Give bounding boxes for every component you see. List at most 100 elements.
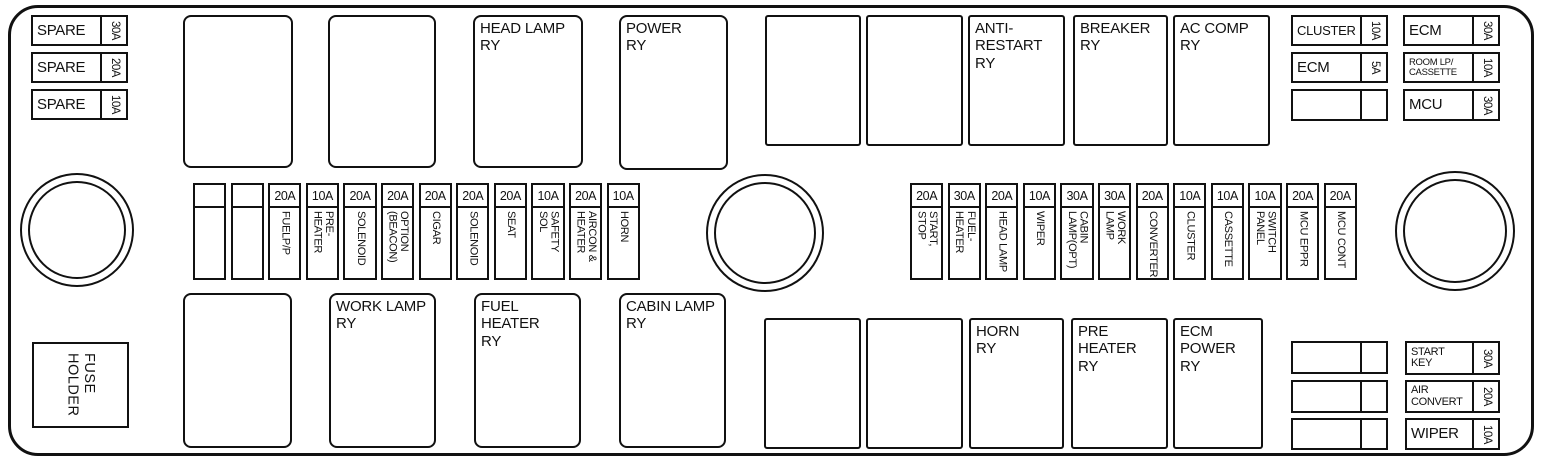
fuse-amp: 20A: [1287, 185, 1318, 208]
fuse-label: SPARE: [33, 54, 102, 81]
fuse-amp: 20A: [420, 185, 450, 208]
relay-cabin-lamp: CABIN LAMP RY: [619, 293, 726, 448]
fuse-label: HEAD LAMP: [996, 211, 1009, 272]
fuse-label: PRE- HEATER: [311, 211, 335, 254]
fuse-mcu-eppr: 20A MCU EPPR: [1285, 183, 1320, 280]
fuse-label: FUEL- HEATER: [953, 211, 977, 254]
fuse-label: MCU CONT: [1334, 211, 1347, 268]
relay-blank-top-4: [866, 15, 963, 146]
fuse-amp: 20A: [108, 58, 121, 77]
fuse-amp: 10A: [108, 95, 121, 114]
mounting-hole-right: [1395, 171, 1515, 291]
fuse-amp: [1362, 420, 1386, 448]
fuse-amp: 10A: [1024, 185, 1055, 208]
fuse-safety-sol: 10A SAFETY SOL: [531, 183, 565, 280]
fuse-solenoid-1: 20A SOLENOID: [343, 183, 377, 280]
fuse-wiper: WIPER 10A: [1405, 418, 1500, 450]
fuse-label: SOLENOID: [467, 211, 480, 266]
fuse-amp: 20A: [912, 185, 942, 208]
fuse-amp: 20A: [1480, 387, 1493, 406]
mounting-hole-inner-ring: [714, 182, 816, 284]
fuse-amp: 5A: [1368, 60, 1381, 75]
fuse-amp: [232, 185, 262, 208]
fuse-amp: 30A: [949, 185, 979, 208]
relay-fuel-heater: FUEL HEATER RY: [474, 293, 581, 448]
fuse-label: MCU: [1405, 91, 1474, 119]
fuse-mcu-30a: MCU 30A: [1403, 89, 1500, 121]
fuse-amp: 10A: [1250, 185, 1280, 208]
fuse-label: AIRCON & HEATER: [574, 211, 599, 262]
fuse-label: ECM: [1293, 54, 1362, 81]
fuse-amp: 10A: [1480, 424, 1493, 444]
fuse-spare-10a: SPARE 10A: [31, 89, 128, 120]
fuse-label: CIGAR: [429, 211, 442, 245]
fuse-amp: [1362, 91, 1386, 119]
fuse-amp: 20A: [987, 185, 1017, 208]
fuse-amp: 30A: [108, 21, 121, 40]
fuse-pre-heater: 10A PRE- HEATER: [305, 183, 340, 280]
fuse-cabin-lamp-opt: 30A CABIN LAMP(OPT): [1060, 183, 1094, 280]
fuse-label: [233, 208, 262, 278]
fuse-label: ROOM LP/ CASSETTE: [1405, 54, 1474, 81]
fuse-aircon-heater: 20A AIRCON & HEATER: [568, 183, 603, 280]
fuse-converter: 20A CONVERTER: [1135, 183, 1169, 280]
fuse-amp: 10A: [1212, 185, 1243, 208]
fuse-amp: 20A: [495, 185, 526, 208]
fuse-amp: 30A: [1099, 185, 1130, 208]
fuse-amp: 20A: [345, 185, 375, 208]
relay-head-lamp: HEAD LAMP RY: [473, 15, 583, 168]
fuse-amp: 20A: [270, 185, 300, 208]
fuse-label: [195, 208, 224, 278]
fuse-amp: 10A: [1480, 58, 1493, 77]
fuse-cassette: 10A CASSETTE: [1210, 183, 1245, 280]
middle-right-fuse-strip: 20A START, STOP 30A FUEL- HEATER 20A HEA…: [910, 183, 1357, 280]
fuse-spare-20a: SPARE 20A: [31, 52, 128, 83]
relay-blank-bottom-1: [183, 293, 292, 448]
fuse-amp: [1362, 382, 1386, 411]
fuse-amp: 20A: [382, 185, 413, 208]
fuse-cigar: 20A CIGAR: [418, 183, 452, 280]
fuse-label: CLUSTER: [1293, 17, 1362, 44]
relay-pre-heater: PRE HEATER RY: [1071, 318, 1168, 449]
fuse-amp: 20A: [570, 185, 601, 208]
fuse-label: SPARE: [33, 91, 102, 118]
fuse-amp: 10A: [1175, 185, 1205, 208]
fuse-label: OPTION (BEACON): [386, 211, 411, 263]
fuse-blank-bottom-right-2: [1291, 380, 1388, 413]
relay-blank-bottom-3: [866, 318, 963, 449]
relay-anti-restart: ANTI- RESTART RY: [968, 15, 1065, 146]
fuse-label: ECM: [1405, 17, 1474, 44]
fuse-label: CLUSTER: [1184, 211, 1197, 261]
fuse-label: MCU EPPR: [1297, 211, 1310, 267]
fuse-fuelp-p: 20A FUELP/P: [268, 183, 302, 280]
fuse-wiper-strip: 10A WIPER: [1022, 183, 1057, 280]
fuse-work-lamp: 30A WORK LAMP: [1097, 183, 1132, 280]
fuse-label: [1293, 343, 1362, 372]
fuse-cluster-10a: CLUSTER 10A: [1291, 15, 1388, 46]
mounting-hole-left: [20, 173, 134, 287]
fuse-amp: 20A: [1137, 185, 1167, 208]
fuse-amp: [1362, 343, 1386, 372]
fuse-amp: 10A: [533, 185, 563, 208]
fuse-label: START KEY: [1407, 343, 1474, 373]
fuse-start-key: START KEY 30A: [1405, 341, 1500, 375]
fuse-label: WIPER: [1407, 420, 1474, 448]
fuse-blank-bottom-right-1: [1291, 341, 1388, 374]
relay-work-lamp: WORK LAMP RY: [329, 293, 436, 448]
fuse-blank-strip-2: [230, 183, 264, 280]
fuse-label: CASSETTE: [1222, 211, 1235, 267]
fuse-holder-label: FUSE HOLDER: [64, 353, 98, 417]
fuse-blank-top-right: [1291, 89, 1388, 121]
relay-ac-comp: AC COMP RY: [1173, 15, 1270, 146]
fuse-room-lp-cassette: ROOM LP/ CASSETTE 10A: [1403, 52, 1500, 83]
fuse-label: SWITCH PANEL: [1253, 211, 1278, 253]
relay-blank-top-3: [765, 15, 861, 146]
fuse-amp: 20A: [1325, 185, 1355, 208]
fuse-ecm-30a: ECM 30A: [1403, 15, 1500, 46]
fuse-label: WIPER: [1034, 211, 1047, 246]
relay-ecm-power: ECM POWER RY: [1173, 318, 1263, 449]
fuse-start-stop: 20A START, STOP: [910, 183, 944, 280]
fuse-spare-30a: SPARE 30A: [31, 15, 128, 46]
fuse-label: AIR CONVERT: [1407, 382, 1474, 411]
fuse-label: HORN: [617, 211, 630, 243]
